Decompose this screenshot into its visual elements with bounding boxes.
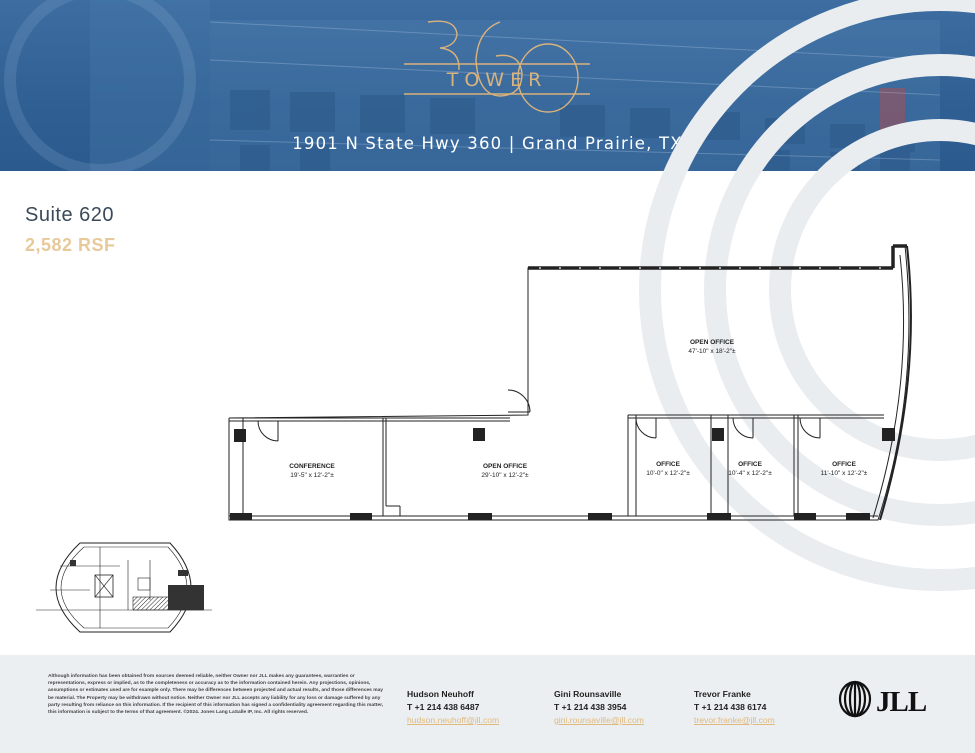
suite-rsf: 2,582 RSF xyxy=(25,235,116,255)
room-open-office-north: OPEN OFFICE 47'-10" x 18'-2"± xyxy=(680,338,744,356)
contact-card: Trevor Franke T +1 214 438 6174 trevor.f… xyxy=(694,688,775,727)
room-conference: CONFERENCE 19'-5" x 12'-2"± xyxy=(282,462,342,480)
360-tower-logo: TOWER xyxy=(404,20,590,113)
room-dimensions: 47'-10" x 18'-2"± xyxy=(688,348,736,355)
jll-logo: JLL xyxy=(838,680,928,718)
contact-phone: T +1 214 438 6487 xyxy=(407,702,480,712)
key-plan xyxy=(36,542,212,633)
room-name: CONFERENCE xyxy=(289,463,335,470)
room-office-2: OFFICE 10'-4" x 12'-2"± xyxy=(722,460,778,478)
contact-email-link[interactable]: trevor.franke@jll.com xyxy=(694,715,775,725)
room-dimensions: 19'-5" x 12'-2"± xyxy=(290,472,334,479)
footer xyxy=(0,655,975,753)
contact-card: Gini Rounsaville T +1 214 438 3954 gini.… xyxy=(554,688,644,727)
room-name: OPEN OFFICE xyxy=(482,463,528,470)
room-name: OFFICE xyxy=(738,461,762,468)
room-name: OFFICE xyxy=(832,461,856,468)
room-dimensions: 11'-10" x 12'-2"± xyxy=(820,470,868,477)
contact-card: Hudson Neuhoff T +1 214 438 6487 hudson.… xyxy=(407,688,499,727)
jll-globe-icon xyxy=(838,680,872,718)
floor-plan xyxy=(228,244,912,521)
room-dimensions: 10'-0" x 12'-2"± xyxy=(646,470,690,477)
room-name: OPEN OFFICE xyxy=(689,339,735,346)
legal-disclaimer: Although information has been obtained f… xyxy=(48,674,384,716)
decorative-rings xyxy=(639,0,975,591)
contact-name: Trevor Franke xyxy=(694,689,751,699)
contact-email-link[interactable]: hudson.neuhoff@jll.com xyxy=(407,715,500,725)
room-office-3: OFFICE 11'-10" x 12'-2"± xyxy=(814,460,874,478)
room-office-1: OFFICE 10'-0" x 12'-2"± xyxy=(640,460,696,478)
room-name: OFFICE xyxy=(656,461,680,468)
contact-email-link[interactable]: gini.rounsaville@jll.com xyxy=(554,715,644,725)
contact-name: Gini Rounsaville xyxy=(554,689,622,699)
property-address: 1901 N State Hwy 360 | Grand Prairie, TX xyxy=(292,134,683,153)
room-open-office-south: OPEN OFFICE 29'-10" x 12'-2"± xyxy=(474,462,536,480)
contact-phone: T +1 214 438 6174 xyxy=(694,702,767,712)
suite-title: Suite 620 xyxy=(25,204,115,226)
contact-name: Hudson Neuhoff xyxy=(407,689,474,699)
room-dimensions: 29'-10" x 12'-2"± xyxy=(481,472,529,479)
logo-word: TOWER xyxy=(446,69,548,91)
jll-wordmark: JLL xyxy=(876,686,927,718)
room-dimensions: 10'-4" x 12'-2"± xyxy=(728,470,772,477)
contact-phone: T +1 214 438 3954 xyxy=(554,702,627,712)
